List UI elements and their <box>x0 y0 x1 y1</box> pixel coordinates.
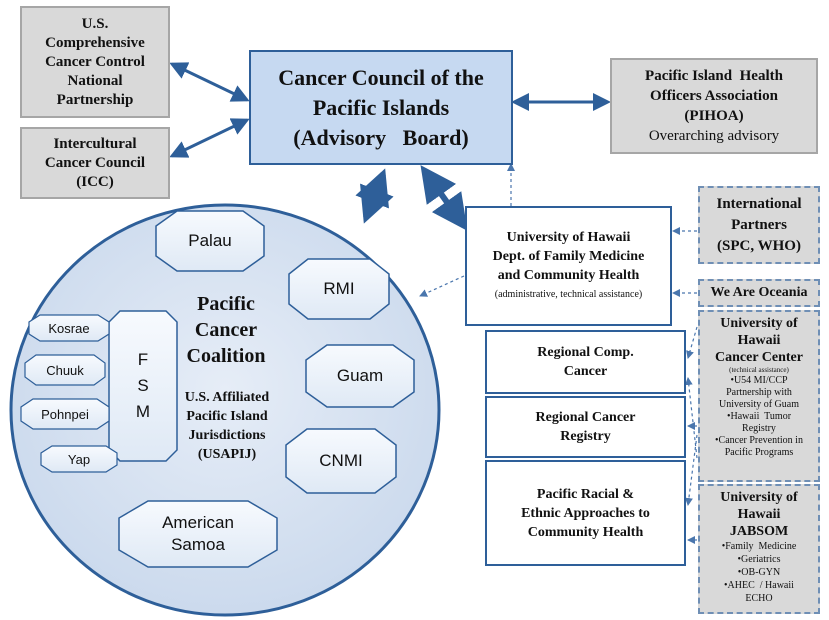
island-yap: Yap <box>40 445 118 473</box>
coalition-title: Pacific Cancer Coalition <box>186 293 266 367</box>
island-rmi: RMI <box>288 258 390 320</box>
island-kosrae: Kosrae <box>28 314 110 342</box>
island-chuuk: Chuuk <box>24 354 106 386</box>
jabsom-box: University of Hawaii JABSOM •Family Medi… <box>698 484 820 614</box>
uh-cancer-center-box: University of Hawaii Cancer Center (tech… <box>698 310 820 482</box>
usapij-label: U.S. Affiliated Pacific Island Jurisdict… <box>184 390 270 462</box>
regional-comp-cancer-box: Regional Comp. Cancer <box>485 330 686 394</box>
uh-family-medicine-box: University of Hawaii Dept. of Family Med… <box>465 206 672 326</box>
island-cnmi: CNMI <box>285 428 397 494</box>
island-american-samoa: American Samoa <box>118 500 278 568</box>
island-guam: Guam <box>305 344 415 408</box>
link-us-partnership <box>169 62 250 102</box>
connectors-solid <box>169 62 611 231</box>
icc-box: Intercultural Cancer Council (ICC) <box>20 127 170 199</box>
connectors-dashed <box>419 163 698 544</box>
we-are-oceania-box: We Are Oceania <box>698 279 820 307</box>
cancer-council-box: Cancer Council of the Pacific Islands (A… <box>249 50 513 165</box>
link-coalition <box>355 168 394 224</box>
us-partnership-box: U.S. Comprehensive Cancer Control Nation… <box>20 6 170 118</box>
fsm-box: F S M <box>108 310 178 462</box>
preach-box: Pacific Racial & Ethnic Approaches to Co… <box>485 460 686 566</box>
intl-partners-box: International Partners (SPC, WHO) <box>698 186 820 264</box>
pihoa-box: Pacific Island Health Officers Associati… <box>610 58 818 154</box>
link-uh-fm <box>420 165 468 231</box>
island-pohnpei: Pohnpei <box>20 398 110 430</box>
island-palau: Palau <box>155 210 265 272</box>
regional-cancer-registry-box: Regional Cancer Registry <box>485 396 686 458</box>
link-icc <box>169 118 250 158</box>
